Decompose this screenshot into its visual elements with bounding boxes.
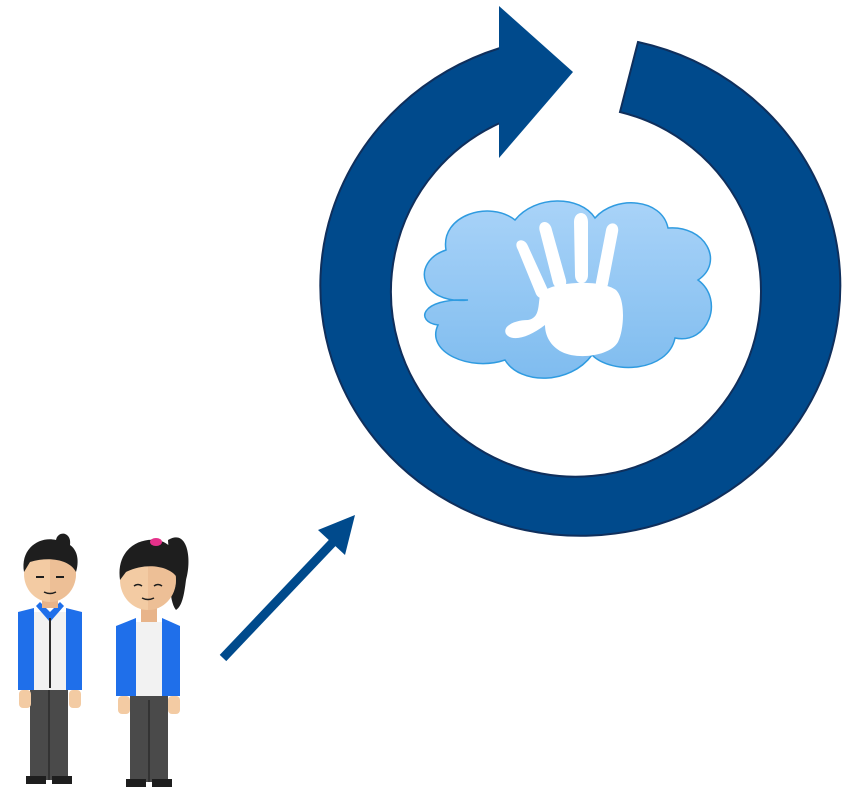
- woman-jacket-right: [162, 618, 180, 696]
- finger-index: [595, 223, 619, 291]
- woman-shoe-left: [126, 779, 146, 787]
- circular-refresh-arrow-icon: [319, 6, 842, 537]
- pointer-arrow-shaft: [219, 536, 339, 662]
- handprint-icon: [505, 213, 623, 357]
- man-figure-icon: [18, 533, 82, 784]
- woman-figure-icon: [116, 537, 189, 787]
- man-hand-left: [19, 690, 31, 708]
- man-hand-right: [69, 690, 81, 708]
- pointer-arrow-head: [318, 515, 355, 555]
- palm: [505, 282, 623, 357]
- finger-ring: [539, 221, 567, 289]
- finger-pinky: [516, 240, 549, 299]
- woman-hand-right: [168, 696, 180, 714]
- man-jacket-left: [18, 608, 34, 690]
- man-jacket-right: [66, 608, 82, 690]
- man-hair: [23, 533, 78, 572]
- man-shoe-left: [26, 776, 46, 784]
- cycle-ring: [319, 40, 842, 537]
- finger-middle: [574, 213, 588, 284]
- woman-hand-left: [118, 696, 130, 714]
- woman-jacket-left: [116, 618, 136, 696]
- woman-hair-tie: [150, 538, 162, 546]
- woman-shirt: [126, 622, 172, 696]
- woman-hair: [119, 539, 178, 580]
- diagonal-arrow-icon: [219, 515, 355, 662]
- man-shoe-right: [52, 776, 72, 784]
- cycle-arrow-head: [499, 6, 573, 158]
- woman-shoe-right: [152, 779, 172, 787]
